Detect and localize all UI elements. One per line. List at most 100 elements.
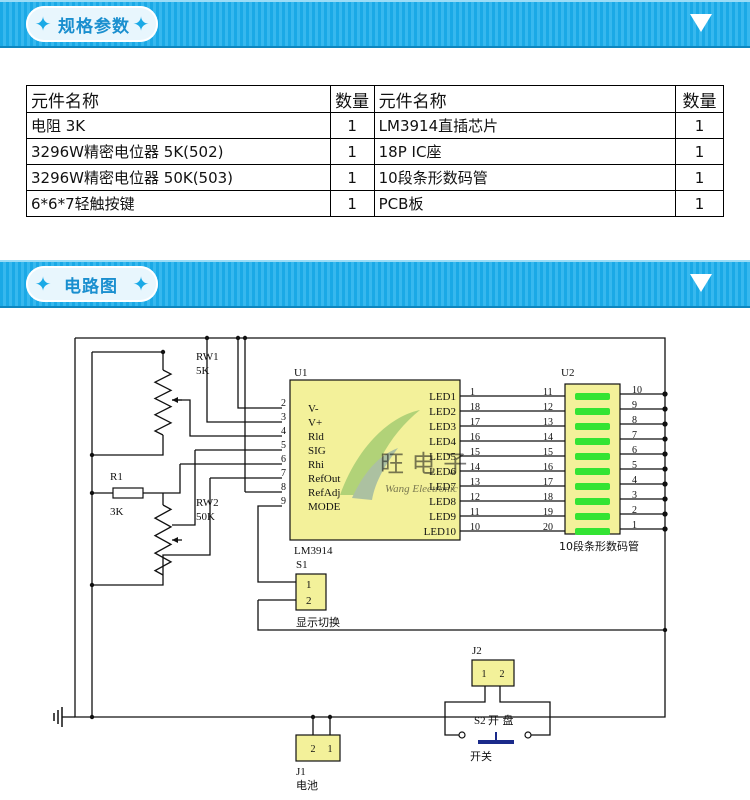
junction-dot bbox=[662, 391, 668, 397]
display-u2-name: 10段条形数码管 bbox=[559, 539, 639, 553]
watermark-leaf-icon bbox=[340, 410, 420, 495]
rw1-ref: RW1 bbox=[196, 351, 219, 363]
display-u2-pin-num: 1 bbox=[632, 520, 637, 531]
display-u2-pin-num: 17 bbox=[543, 477, 553, 488]
table-cell: 3296W精密电位器 50K(503) bbox=[26, 164, 331, 191]
ic-u1-pin-name: SIG bbox=[308, 445, 326, 457]
junction-dot bbox=[662, 451, 668, 457]
junction-dot bbox=[235, 335, 241, 341]
table-header-cell: 元件名称 bbox=[373, 85, 677, 113]
ic-u1-pin-name: V+ bbox=[308, 417, 322, 429]
junction-dot bbox=[242, 335, 248, 341]
table-cell: 1 bbox=[329, 190, 375, 217]
j2-pin: 1 bbox=[482, 669, 487, 680]
s1-ref: S1 bbox=[296, 559, 308, 571]
ic-u1-pin-name: LED8 bbox=[429, 496, 456, 508]
j2-ref: J2 bbox=[472, 645, 482, 657]
junction-dot bbox=[662, 511, 668, 517]
display-u2-pin-num: 15 bbox=[543, 447, 553, 458]
table-row: 3296W精密电位器 5K(502) 1 18P IC座 1 bbox=[26, 138, 724, 165]
ic-u1-pin-name: LED9 bbox=[429, 511, 456, 523]
junction-dot bbox=[662, 406, 668, 412]
chevron-down-icon[interactable] bbox=[690, 274, 712, 292]
ic-u1-body bbox=[289, 379, 461, 541]
ic-u1-pin-name: LED2 bbox=[429, 406, 456, 418]
ic-u1-pin-num: 1 bbox=[470, 387, 475, 398]
junction-dot bbox=[89, 452, 95, 458]
junction-dot bbox=[662, 481, 668, 487]
table-header-row: 元件名称 数量 元件名称 数量 bbox=[26, 85, 724, 113]
table-cell: 1 bbox=[675, 190, 724, 217]
display-u2-ref: U2 bbox=[561, 367, 574, 379]
table-row: 6*6*7轻触按键 1 PCB板 1 bbox=[26, 190, 724, 217]
junction-dot bbox=[89, 582, 95, 588]
table-header-cell: 数量 bbox=[329, 85, 375, 113]
s1-label: 显示切换 bbox=[296, 615, 340, 629]
led-segment bbox=[575, 483, 610, 490]
s2-label: 开关 bbox=[470, 749, 492, 763]
table-cell: LM3914直插芯片 bbox=[373, 112, 677, 139]
j1-ref: J1 bbox=[296, 766, 306, 778]
table-row: 3296W精密电位器 50K(503) 1 10段条形数码管 1 bbox=[26, 164, 724, 191]
rw1-wiper-head bbox=[172, 397, 178, 403]
ic-u1-pin-num: 7 bbox=[281, 468, 286, 479]
table-cell: PCB板 bbox=[373, 190, 677, 217]
r1-value: 3K bbox=[110, 506, 124, 518]
ic-u1-pin-num: 8 bbox=[281, 482, 286, 493]
display-u2-pin-num: 5 bbox=[632, 460, 637, 471]
chevron-down-icon[interactable] bbox=[690, 14, 712, 32]
junction-dot bbox=[310, 714, 316, 720]
table-cell: 6*6*7轻触按键 bbox=[26, 190, 331, 217]
display-u2-pin-num: 6 bbox=[632, 445, 637, 456]
watermark-logo bbox=[340, 410, 420, 500]
ic-u1-ref: U1 bbox=[294, 367, 307, 379]
j1-pin: 1 bbox=[328, 744, 333, 755]
ic-u1-pin-num: 13 bbox=[470, 477, 480, 488]
watermark-text-cn: 旺 电 子 bbox=[380, 450, 467, 478]
ic-u1-pin-num: 18 bbox=[470, 402, 480, 413]
led-segment bbox=[575, 468, 610, 475]
r1-ref: R1 bbox=[110, 471, 123, 483]
connector-j1-body bbox=[295, 734, 341, 762]
rw1-value: 5K bbox=[196, 365, 210, 377]
potentiometer-rw2 bbox=[153, 504, 173, 576]
ic-u1-pin-num: 6 bbox=[281, 454, 286, 465]
table-cell: 电阻 3K bbox=[26, 112, 331, 139]
display-u2-pin-num: 16 bbox=[543, 462, 553, 473]
s2-actuator bbox=[478, 740, 514, 744]
spec-table: 元件名称 数量 元件名称 数量 电阻 3K 1 LM3914直插芯片 1 329… bbox=[26, 85, 724, 217]
section-title: 电路图 bbox=[64, 277, 118, 297]
table-cell: 1 bbox=[329, 138, 375, 165]
table-header-cell: 元件名称 bbox=[26, 85, 331, 113]
wing-left-icon: ✦ bbox=[34, 272, 52, 296]
section-header-circuit: ✦ 电路图 ✦ bbox=[0, 260, 750, 308]
junction-dot bbox=[662, 436, 668, 442]
ic-u1-pin-name: LED6 bbox=[429, 466, 456, 478]
ic-u1-pin-name: RefOut bbox=[308, 473, 340, 485]
table-header-cell: 数量 bbox=[675, 85, 724, 113]
display-u2-pin-num: 10 bbox=[632, 385, 642, 396]
display-u2-pin-num: 4 bbox=[632, 475, 637, 486]
j1-label: 电池 bbox=[296, 779, 318, 792]
ic-u1-pin-num: 4 bbox=[281, 426, 286, 437]
ic-u1-pin-name: LED3 bbox=[429, 421, 456, 433]
potentiometer-rw1 bbox=[153, 369, 173, 436]
j1-pin: 2 bbox=[311, 744, 316, 755]
display-u2-pin-num: 3 bbox=[632, 490, 637, 501]
led-segment bbox=[575, 393, 610, 400]
watermark-text-en: Wang Electronic bbox=[385, 483, 458, 495]
junction-dot bbox=[662, 496, 668, 502]
rw2-ref: RW2 bbox=[196, 497, 219, 509]
ic-u1-pin-name: MODE bbox=[308, 501, 341, 513]
led-segment bbox=[575, 423, 610, 430]
ic-u1-pin-name: LED1 bbox=[429, 391, 456, 403]
table-row: 电阻 3K 1 LM3914直插芯片 1 bbox=[26, 112, 724, 139]
ic-u1-pin-num: 9 bbox=[281, 496, 286, 507]
s1-pin: 1 bbox=[306, 579, 312, 591]
table-cell: 1 bbox=[675, 138, 724, 165]
ic-u1-pin-name: LED10 bbox=[424, 526, 457, 538]
s2-contact bbox=[458, 731, 466, 739]
wing-right-icon: ✦ bbox=[132, 12, 150, 36]
